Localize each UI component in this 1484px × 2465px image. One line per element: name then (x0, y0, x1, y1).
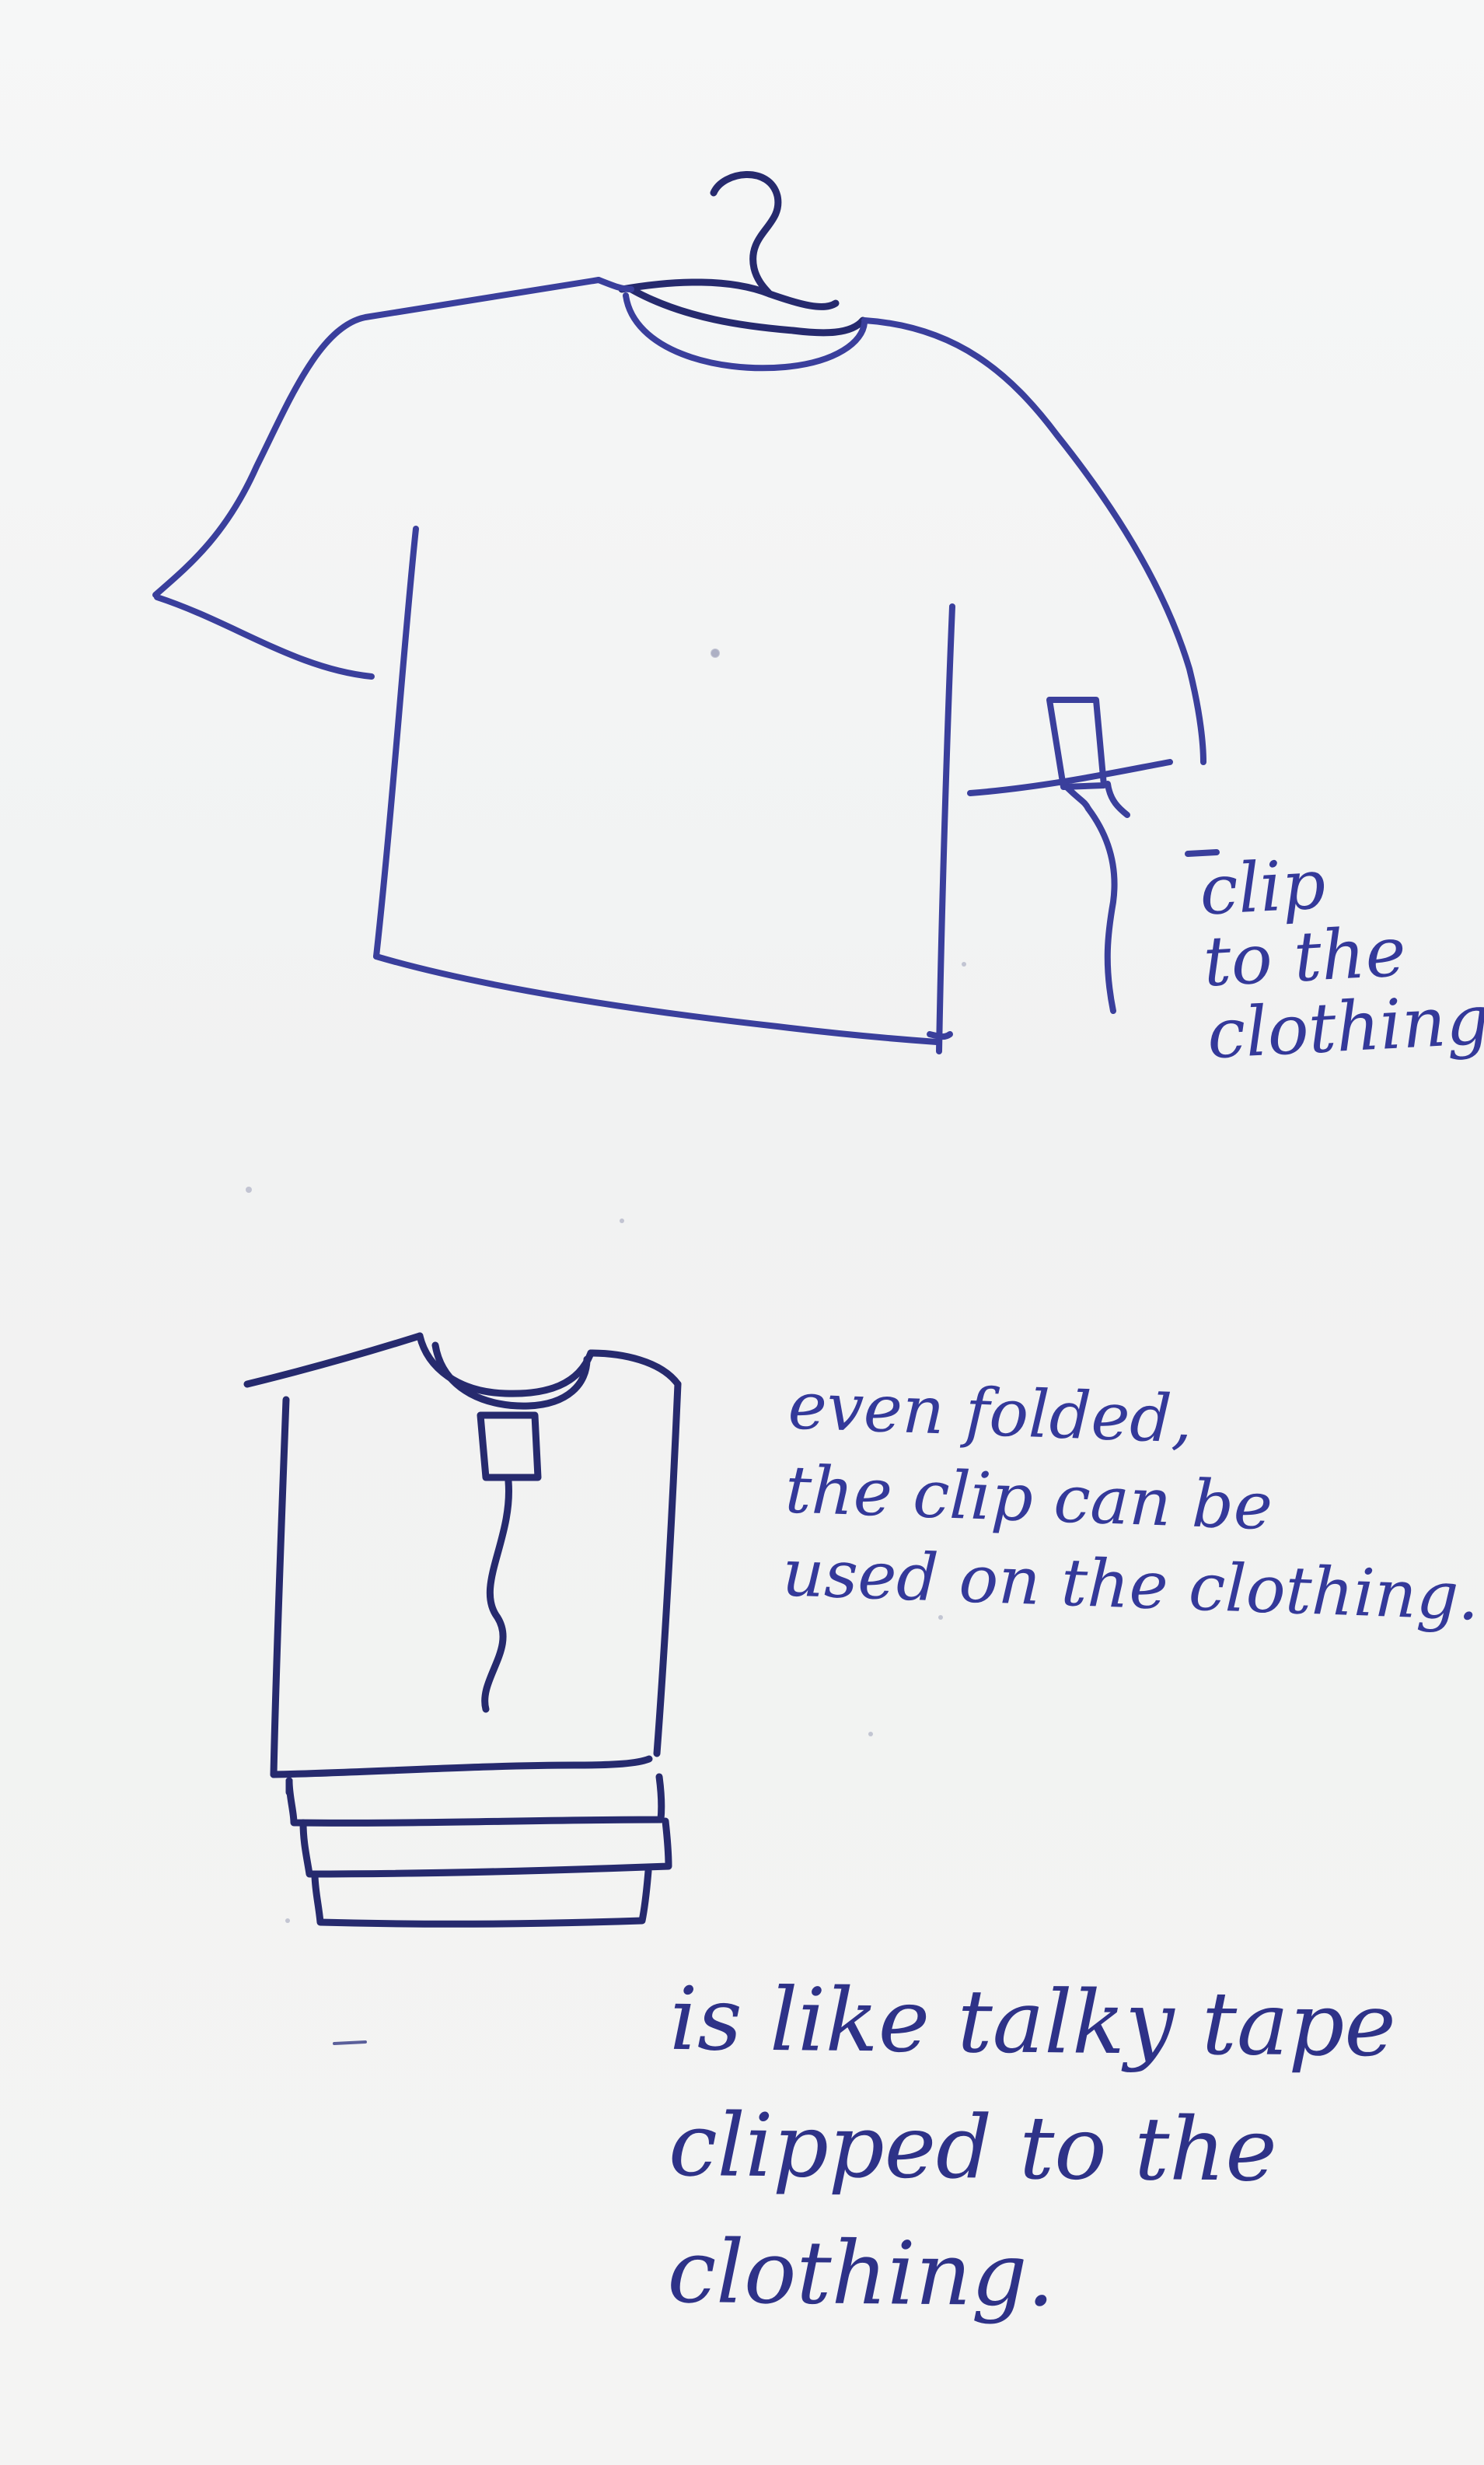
note-line: is like talky tape (669, 1956, 1397, 2089)
folded-shirt-stack-icon (247, 1336, 678, 1924)
note-line: clipped to the (668, 2082, 1395, 2215)
note-talky-tape: is like talky tape clipped to the clothi… (667, 1956, 1397, 2341)
note-clip-to-clothing: clip to the clothing (1198, 841, 1484, 1071)
tshirt-icon (155, 280, 1203, 1051)
paper-specks (246, 649, 966, 1923)
hanger-icon (622, 174, 863, 332)
clip-icon (1049, 700, 1127, 1011)
note-line: clothing. (667, 2209, 1395, 2342)
note-line: clothing (1206, 984, 1484, 1070)
note-even-folded: even folded, the clip can be used on the… (781, 1364, 1484, 1639)
